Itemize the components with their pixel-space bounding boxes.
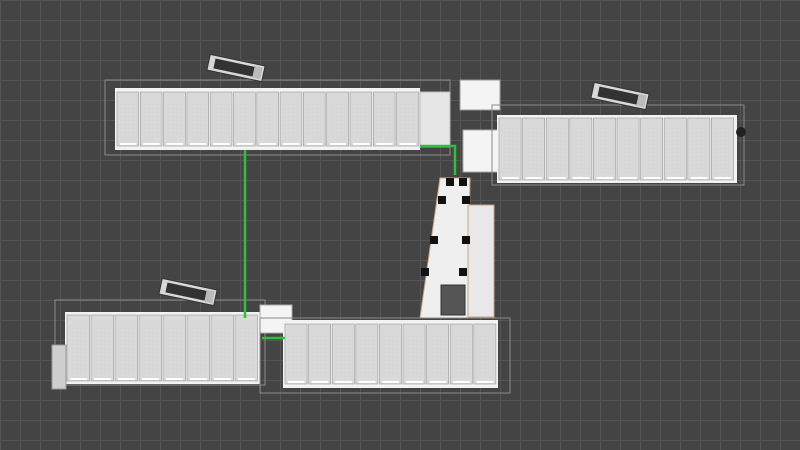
room-floor-tiles	[405, 332, 424, 378]
room-door	[142, 378, 159, 380]
room-floor-tiles	[398, 100, 417, 140]
room-door	[690, 177, 708, 179]
room-door	[120, 143, 137, 145]
room-door	[259, 143, 277, 145]
room-floor-tiles	[642, 126, 661, 174]
room-door	[358, 381, 376, 383]
central-stair-core[interactable]	[419, 177, 495, 319]
room-floor-tiles	[375, 100, 394, 140]
room-floor-tiles	[501, 126, 520, 174]
room-door	[382, 381, 399, 383]
room-door	[376, 143, 393, 145]
room-door	[549, 177, 566, 179]
room-door	[406, 381, 423, 383]
room-door	[238, 378, 255, 380]
room-floor-tiles	[381, 332, 400, 378]
room-door	[190, 378, 207, 380]
room-floor-tiles	[310, 332, 329, 378]
corridor-path	[243, 144, 457, 340]
room-floor-tiles	[475, 332, 494, 378]
vehicle-bottom-left[interactable]	[158, 277, 218, 307]
structural-columns	[421, 178, 470, 276]
room-door	[525, 177, 543, 179]
room-floor-tiles	[689, 126, 708, 174]
room-door	[429, 381, 447, 383]
room-floor-tiles	[165, 323, 184, 375]
room-door	[236, 143, 253, 145]
room-door	[476, 381, 494, 383]
room-door	[306, 143, 323, 145]
room-door	[311, 381, 329, 383]
room-door	[166, 143, 183, 145]
room-floor-tiles	[666, 126, 685, 174]
room-door	[288, 381, 305, 383]
room-floor-tiles	[328, 100, 347, 140]
room-floor-tiles	[352, 100, 370, 140]
room-door	[596, 177, 613, 179]
room-door	[214, 378, 231, 380]
vehicle-top-right[interactable]	[590, 81, 650, 111]
room-floor-tiles	[619, 126, 638, 174]
room-door	[213, 143, 230, 145]
room-door	[70, 378, 87, 380]
room-floor-tiles	[524, 126, 543, 174]
room-door	[453, 381, 470, 383]
room-floor-tiles	[142, 100, 161, 140]
room-floor-tiles	[188, 100, 207, 140]
room-floor-tiles	[571, 126, 590, 174]
room-floor-tiles	[117, 323, 136, 375]
room-floor-tiles	[428, 332, 447, 378]
room-door	[667, 177, 684, 179]
south-west-wing[interactable]	[51, 299, 293, 390]
room-floor-tiles	[69, 323, 88, 375]
room-floor-tiles	[548, 126, 567, 174]
room-door	[572, 177, 590, 179]
room-floor-tiles	[357, 332, 376, 378]
room-floor-tiles	[305, 100, 324, 140]
room-floor-tiles	[237, 323, 256, 375]
room-door	[502, 177, 519, 179]
room-door	[283, 143, 300, 145]
north-west-wing[interactable]	[104, 79, 451, 156]
south-east-wing[interactable]	[259, 317, 511, 394]
room-door	[166, 378, 183, 380]
room-door	[189, 143, 207, 145]
room-door	[329, 143, 346, 145]
room-floor-tiles	[334, 332, 353, 378]
room-floor-tiles	[189, 323, 208, 375]
room-door	[335, 381, 352, 383]
room-floor-tiles	[141, 323, 160, 375]
room-door	[118, 378, 135, 380]
room-door	[143, 143, 160, 145]
room-floor-tiles	[93, 323, 112, 375]
north-east-wing[interactable]	[459, 79, 746, 186]
room-floor-tiles	[287, 332, 306, 378]
room-floor-tiles	[165, 100, 184, 140]
room-floor-tiles	[282, 100, 300, 140]
room-door	[399, 143, 416, 145]
room-floor-tiles	[595, 126, 614, 174]
room-door	[620, 177, 637, 179]
room-floor-tiles	[452, 332, 471, 378]
room-door	[353, 143, 370, 145]
room-door	[94, 378, 111, 380]
room-door	[643, 177, 661, 179]
room-floor-tiles	[258, 100, 277, 140]
room-floor-tiles	[212, 100, 230, 140]
vehicle-top-left[interactable]	[206, 53, 266, 83]
room-door	[714, 177, 731, 179]
room-floor-tiles	[235, 100, 254, 140]
room-floor-tiles	[213, 323, 232, 375]
room-floor-tiles	[713, 126, 732, 174]
room-floor-tiles	[119, 100, 137, 140]
